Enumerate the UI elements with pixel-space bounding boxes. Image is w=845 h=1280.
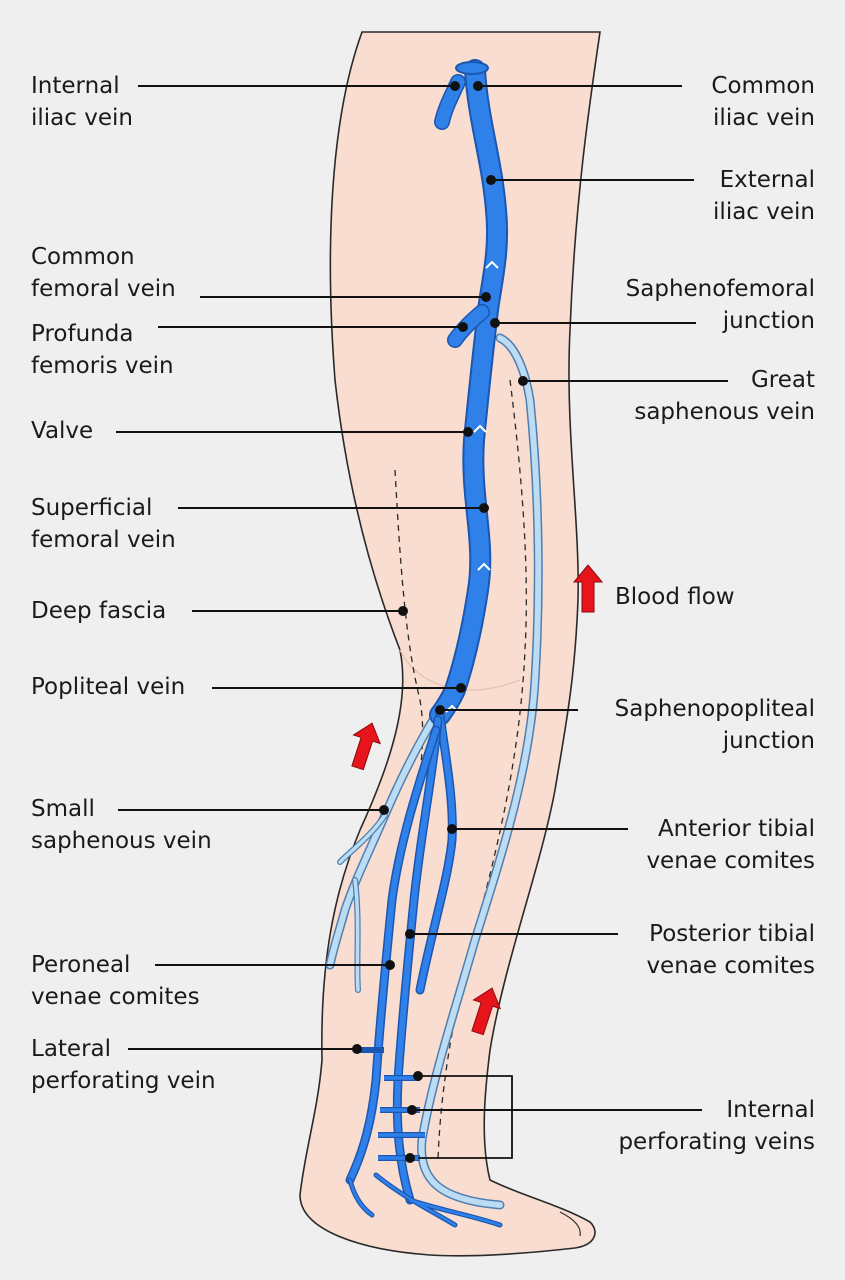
leader-dot (379, 805, 389, 815)
label-line: venae comites (646, 953, 815, 979)
valve-mark (485, 260, 499, 269)
label-anterior-tibial-venae-comites: Anterior tibial venae comites (646, 813, 815, 877)
label-lateral-perforating-vein: Lateral perforating vein (31, 1033, 216, 1097)
toe-detail (559, 1211, 581, 1237)
label-line: venae comites (31, 984, 200, 1010)
label-saphenofemoral-junction: Saphenofemoral junction (626, 273, 815, 337)
peroneal-venae-comites-fill (347, 727, 439, 1183)
label-internal-perforating-veins: Internal perforating veins (618, 1094, 815, 1158)
label-line: Profunda (31, 321, 134, 347)
label-line: femoral vein (31, 527, 176, 553)
label-common-iliac-vein: Common iliac vein (711, 70, 815, 134)
leader-dot (490, 318, 500, 328)
label-deep-fascia: Deep fascia (31, 595, 166, 627)
common-iliac-vein-top (455, 61, 489, 75)
leader-dot (463, 427, 473, 437)
leader-dot (405, 1153, 415, 1163)
label-line: junction (722, 308, 815, 334)
calf-deep-veins (345, 710, 503, 1228)
label-line: iliac vein (713, 105, 815, 131)
blood-flow-arrows (351, 564, 604, 1036)
label-line: External (719, 167, 815, 193)
label-line: Saphenofemoral (625, 276, 815, 302)
label-line: Common (711, 73, 815, 99)
label-line: perforating veins (618, 1129, 815, 1155)
label-great-saphenous-vein: Great saphenous vein (634, 364, 815, 428)
label-valve: Valve (31, 415, 93, 447)
leader-dot (447, 824, 457, 834)
label-line: Superficial (31, 495, 153, 521)
label-line: Internal (726, 1097, 815, 1123)
great-saphenous-vein-fill (418, 335, 542, 1208)
leader-dot (450, 81, 460, 91)
label-line: Great (750, 367, 815, 393)
leader-dot (352, 1044, 362, 1054)
label-line: saphenous vein (634, 399, 815, 425)
leader-dot (456, 683, 466, 693)
label-line: perforating vein (31, 1068, 216, 1094)
leg-silhouette (299, 31, 601, 1257)
leader-dot (481, 292, 491, 302)
leader-dot (398, 606, 408, 616)
perforating-veins-bracket (418, 1075, 513, 1159)
main-deep-vein (431, 61, 507, 724)
label-line: junction (722, 728, 815, 754)
leader-dot (435, 705, 445, 715)
label-line: Peroneal (31, 952, 131, 978)
arrow-up-icon (572, 564, 604, 613)
leg-outline (299, 31, 601, 1257)
label-line: iliac vein (31, 105, 133, 131)
label-line: femoral vein (31, 276, 176, 302)
label-line: Internal (31, 73, 120, 99)
label-line: femoris vein (31, 353, 174, 379)
leader-dot (486, 175, 496, 185)
leader-dot (385, 960, 395, 970)
internal-perforating-vein-fill (378, 1076, 425, 1160)
label-superficial-femoral-vein: Superficial femoral vein (31, 492, 176, 556)
label-line: Saphenopopliteal (614, 696, 815, 722)
label-line: Lateral (31, 1036, 112, 1062)
label-line: Blood flow (615, 584, 735, 610)
label-popliteal-vein: Popliteal vein (31, 671, 185, 703)
label-posterior-tibial-venae-comites: Posterior tibial venae comites (646, 918, 815, 982)
label-profunda-femoris-vein: Profunda femoris vein (31, 318, 174, 382)
label-line: Valve (31, 418, 94, 444)
small-saphenous-branch-fill (338, 813, 387, 992)
label-line: Anterior tibial (657, 816, 815, 842)
label-small-saphenous-vein: Small saphenous vein (31, 793, 212, 857)
superficial-veins (325, 333, 543, 1210)
label-saphenopopliteal-junction: Saphenopopliteal junction (615, 693, 815, 757)
label-external-iliac-vein: External iliac vein (713, 164, 815, 228)
label-line: Popliteal vein (31, 674, 186, 700)
valve-mark (473, 424, 487, 433)
label-line: Deep fascia (31, 598, 167, 624)
leader-dot (479, 503, 489, 513)
label-blood-flow: Blood flow (615, 581, 735, 613)
label-line: iliac vein (713, 199, 815, 225)
leader-dot (518, 376, 528, 386)
deep-fascia-line-medial (437, 379, 527, 1161)
foot-veins-fill (348, 1173, 502, 1227)
label-line: Posterior tibial (649, 921, 815, 947)
label-common-femoral-vein: Common femoral vein (31, 241, 176, 305)
label-internal-iliac-vein: Internal iliac vein (31, 70, 133, 134)
leader-dot (413, 1071, 423, 1081)
leader-lines (116, 81, 728, 1163)
leader-dot (405, 929, 415, 939)
label-peroneal-venae-comites: Peroneal venae comites (31, 949, 200, 1013)
leader-dot (458, 322, 468, 332)
arrow-up-icon (351, 722, 382, 771)
label-line: saphenous vein (31, 828, 212, 854)
arrow-up-icon (471, 987, 502, 1036)
leader-dot (473, 81, 483, 91)
valve-mark (477, 562, 491, 571)
label-line: Common (31, 244, 135, 270)
small-saphenous-vein-fill (327, 709, 441, 968)
label-line: venae comites (646, 848, 815, 874)
label-line: Small (31, 796, 95, 822)
anterior-tibial-venae-comites-fill (417, 712, 456, 993)
